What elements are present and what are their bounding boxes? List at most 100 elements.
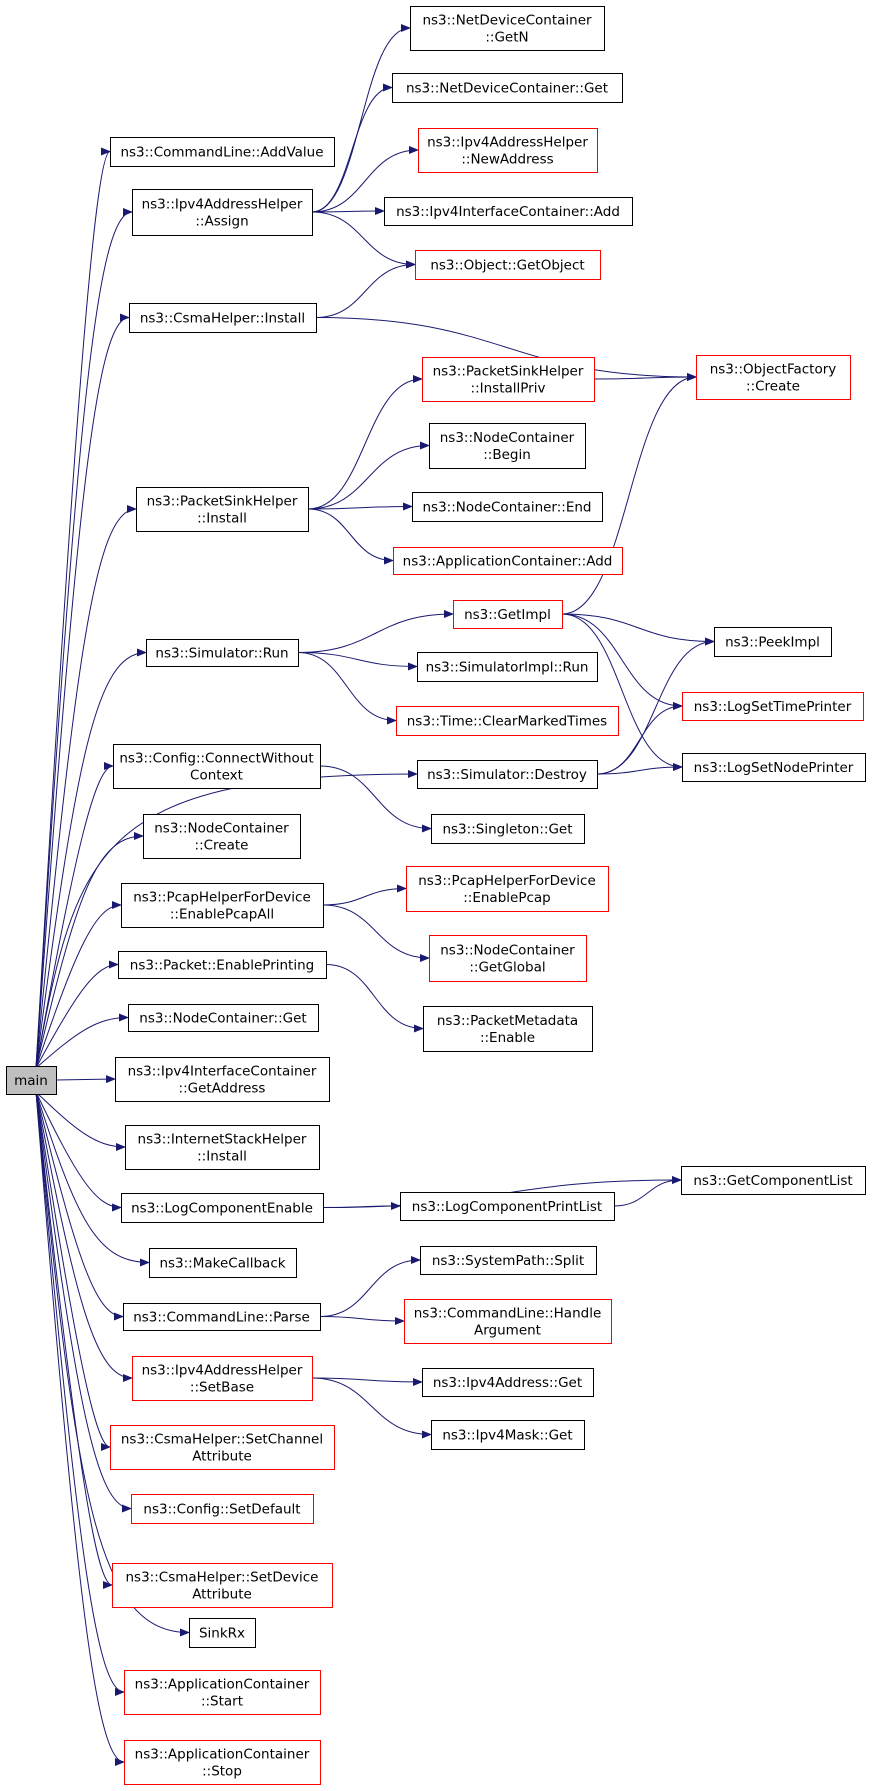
node-getimpl[interactable]: ns3::GetImpl (453, 600, 563, 629)
node-label-nc_getglobal-1: ::GetGlobal (469, 960, 545, 976)
node-getobject[interactable]: ns3::Object::GetObject (415, 250, 601, 280)
node-label-addvalue-0: ns3::CommandLine::AddValue (120, 145, 323, 161)
node-nc_getglobal[interactable]: ns3::NodeContainer::GetGlobal (429, 935, 587, 982)
edge-assign-to-newaddr (311, 146, 419, 213)
node-logcomp[interactable]: ns3::LogComponentEnable (121, 1193, 324, 1223)
node-box-of_create (696, 355, 851, 400)
node-cl_parse[interactable]: ns3::CommandLine::Parse (123, 1303, 321, 1331)
node-label-singleton_get-0: ns3::Singleton::Get (442, 822, 572, 838)
node-box-peekimpl (714, 627, 832, 657)
node-pkt_print[interactable]: ns3::Packet::EnablePrinting (118, 951, 327, 979)
node-label-newaddr-1: ::NewAddress (461, 152, 553, 168)
node-simimpl_run[interactable]: ns3::SimulatorImpl::Run (417, 652, 598, 682)
node-enablepcap[interactable]: ns3::PcapHelperForDevice::EnablePcap (406, 866, 609, 912)
node-iic_add[interactable]: ns3::Ipv4InterfaceContainer::Add (384, 197, 633, 226)
node-main[interactable]: main (6, 1066, 57, 1095)
node-label-getobject-0: ns3::Object::GetObject (430, 258, 584, 274)
edge-main-to-makecb (35, 1091, 150, 1267)
node-ac_start[interactable]: ns3::ApplicationContainer::Start (124, 1670, 321, 1715)
edges-layer (35, 24, 715, 1766)
node-ac_add[interactable]: ns3::ApplicationContainer::Add (393, 547, 623, 575)
node-setbase[interactable]: ns3::Ipv4AddressHelper::SetBase (132, 1356, 313, 1401)
edge-main-to-ac_stop (35, 1091, 125, 1766)
node-ndc_getn[interactable]: ns3::NetDeviceContainer::GetN (410, 6, 605, 51)
edge-sim_destroy-to-lognode (596, 763, 683, 775)
node-csma_install[interactable]: ns3::CsmaHelper::Install (129, 303, 317, 333)
node-ipv4addr_get[interactable]: ns3::Ipv4Address::Get (422, 1368, 594, 1397)
node-box-getimpl (453, 600, 563, 629)
node-clearmarked[interactable]: ns3::Time::ClearMarkedTimes (396, 706, 619, 736)
node-label-ac_stop-1: ::Stop (202, 1764, 242, 1780)
edge-psh_install-to-nc_begin (307, 441, 430, 510)
edge-csma_install-to-of_create (315, 317, 697, 381)
node-lognode[interactable]: ns3::LogSetNodePrinter (682, 753, 866, 782)
node-sinkrx[interactable]: SinkRx (189, 1618, 256, 1648)
node-makecb[interactable]: ns3::MakeCallback (149, 1248, 297, 1278)
node-label-makecb-0: ns3::MakeCallback (159, 1256, 285, 1272)
node-peekimpl[interactable]: ns3::PeekImpl (714, 627, 832, 657)
node-ac_stop[interactable]: ns3::ApplicationContainer::Stop (124, 1740, 321, 1785)
node-ndc_get[interactable]: ns3::NetDeviceContainer::Get (392, 73, 623, 103)
node-iic_getaddr[interactable]: ns3::Ipv4InterfaceContainer::GetAddress (115, 1057, 330, 1102)
node-label-clearmarked-0: ns3::Time::ClearMarkedTimes (407, 714, 607, 730)
node-label-nc_getglobal-0: ns3::NodeContainer (440, 943, 575, 959)
edge-getimpl-to-of_create (561, 373, 697, 615)
node-psh_install[interactable]: ns3::PacketSinkHelper::Install (136, 487, 309, 532)
node-label-csma_setdev-0: ns3::CsmaHelper::SetDevice (126, 1570, 319, 1586)
edge-psh_install-to-ac_add (307, 508, 394, 565)
node-label-ipv4addr_get-0: ns3::Ipv4Address::Get (433, 1375, 582, 1391)
node-label-iic_getaddr-0: ns3::Ipv4InterfaceContainer (128, 1064, 317, 1080)
node-label-installpriv-1: ::InstallPriv (471, 381, 546, 397)
node-ish_install[interactable]: ns3::InternetStackHelper::Install (125, 1125, 320, 1170)
node-installpriv[interactable]: ns3::PacketSinkHelper::InstallPriv (422, 357, 595, 402)
node-nc_begin[interactable]: ns3::NodeContainer::Begin (429, 423, 586, 469)
edge-main-to-nc_get (35, 1013, 129, 1069)
node-sim_destroy[interactable]: ns3::Simulator::Destroy (417, 760, 598, 789)
node-box-addvalue (110, 137, 335, 167)
node-box-cl_handle (404, 1299, 612, 1344)
node-nc_get[interactable]: ns3::NodeContainer::Get (128, 1004, 319, 1032)
edge-main-to-ish_install (35, 1091, 126, 1151)
node-label-csma_setdev-1: Attribute (192, 1587, 252, 1603)
node-nc_end[interactable]: ns3::NodeContainer::End (412, 492, 603, 522)
node-pcap_all[interactable]: ns3::PcapHelperForDevice::EnablePcapAll (121, 883, 324, 928)
node-pm_enable[interactable]: ns3::PacketMetadata::Enable (423, 1006, 593, 1052)
node-addvalue[interactable]: ns3::CommandLine::AddValue (110, 137, 335, 167)
node-label-nc_create-0: ns3::NodeContainer (154, 821, 289, 837)
node-of_create[interactable]: ns3::ObjectFactory::Create (696, 355, 851, 400)
node-getcomplist[interactable]: ns3::GetComponentList (681, 1166, 866, 1195)
node-box-sinkrx (189, 1618, 256, 1648)
node-sim_run[interactable]: ns3::Simulator::Run (146, 639, 299, 667)
edge-installpriv-to-of_create (593, 373, 697, 382)
node-label-logtime-0: ns3::LogSetTimePrinter (694, 699, 852, 715)
node-assign[interactable]: ns3::Ipv4AddressHelper::Assign (132, 189, 313, 236)
node-label-enablepcap-1: ::EnablePcap (463, 890, 551, 906)
edge-main-to-pcap_all (35, 901, 122, 1069)
node-box-logtime (682, 692, 864, 721)
edge-main-to-csma_setchan (35, 1091, 111, 1451)
node-singleton_get[interactable]: ns3::Singleton::Get (431, 814, 585, 844)
node-box-sp_split (420, 1246, 597, 1275)
node-logprintlist[interactable]: ns3::LogComponentPrintList (400, 1192, 615, 1221)
node-label-newaddr-0: ns3::Ipv4AddressHelper (427, 135, 588, 151)
node-logtime[interactable]: ns3::LogSetTimePrinter (682, 692, 864, 721)
node-label-ish_install-1: ::Install (197, 1149, 247, 1165)
node-box-psh_install (136, 487, 309, 532)
node-box-ndc_getn (410, 6, 605, 51)
node-ipv4mask_get[interactable]: ns3::Ipv4Mask::Get (431, 1420, 585, 1450)
node-label-pcap_all-0: ns3::PcapHelperForDevice (133, 890, 311, 906)
node-cfg_setdef[interactable]: ns3::Config::SetDefault (131, 1494, 314, 1524)
node-box-csma_setdev (112, 1563, 333, 1608)
node-box-ac_start (124, 1670, 321, 1715)
node-newaddr[interactable]: ns3::Ipv4AddressHelper::NewAddress (418, 128, 598, 173)
node-label-nc_begin-0: ns3::NodeContainer (440, 430, 575, 446)
edge-assign-to-iic_add (311, 207, 385, 216)
edge-pcap_all-to-enablepcap (322, 884, 407, 906)
node-sp_split[interactable]: ns3::SystemPath::Split (420, 1246, 597, 1275)
node-nc_create[interactable]: ns3::NodeContainer::Create (143, 814, 301, 859)
node-label-nc_end-0: ns3::NodeContainer::End (423, 500, 592, 516)
